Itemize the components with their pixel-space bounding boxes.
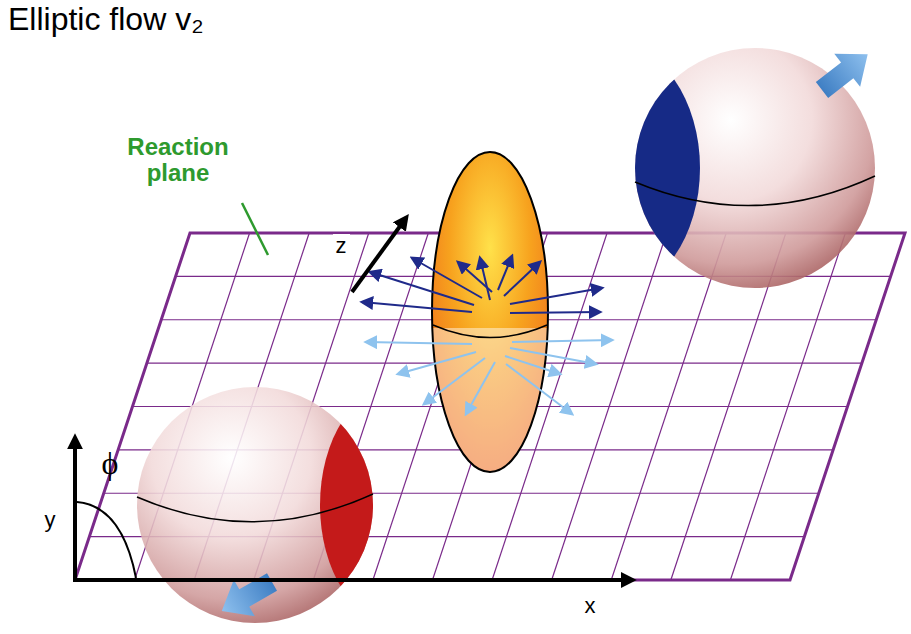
slide-title: Elliptic flow v₂	[8, 2, 204, 37]
projectile-left	[137, 385, 476, 625]
flow-arrows	[510, 348, 596, 364]
axes	[75, 218, 632, 582]
axes	[77, 502, 136, 578]
overlap-zone	[432, 328, 548, 472]
overlap-zone	[433, 325, 547, 338]
flow-arrows	[504, 262, 540, 296]
flow-arrows	[412, 258, 482, 298]
leader-line	[242, 203, 268, 255]
flow-arrows	[505, 356, 560, 374]
projectile-right	[635, 176, 875, 206]
flow-arrows	[466, 362, 495, 414]
beam-arrows	[211, 564, 282, 629]
beam-arrows	[809, 38, 881, 107]
flow-arrows	[506, 364, 572, 414]
plane-label: Reaction plane	[103, 134, 253, 187]
axes	[352, 218, 406, 292]
flow-arrows	[366, 342, 472, 344]
axes	[75, 578, 632, 582]
axis-label: x	[585, 594, 596, 618]
reaction-plane-grid	[552, 233, 667, 580]
axis-label: y	[45, 508, 56, 532]
beam-arrows	[211, 38, 880, 629]
flow-arrows	[480, 258, 490, 300]
axes	[73, 438, 77, 582]
flow-arrows	[398, 352, 476, 374]
flow-arrows	[510, 288, 602, 304]
projectile-left	[137, 494, 373, 522]
flow-arrows	[370, 272, 474, 305]
flow-arrows	[362, 302, 472, 312]
projectile-right	[524, 43, 700, 293]
flow-arrows	[510, 312, 600, 313]
flow-arrows	[512, 340, 612, 342]
angle-label: ϕ	[102, 446, 119, 481]
flow-arrows	[362, 256, 612, 414]
reaction-plane-grid	[611, 233, 726, 580]
axis-label: z	[333, 234, 350, 258]
flow-arrows	[498, 256, 512, 290]
